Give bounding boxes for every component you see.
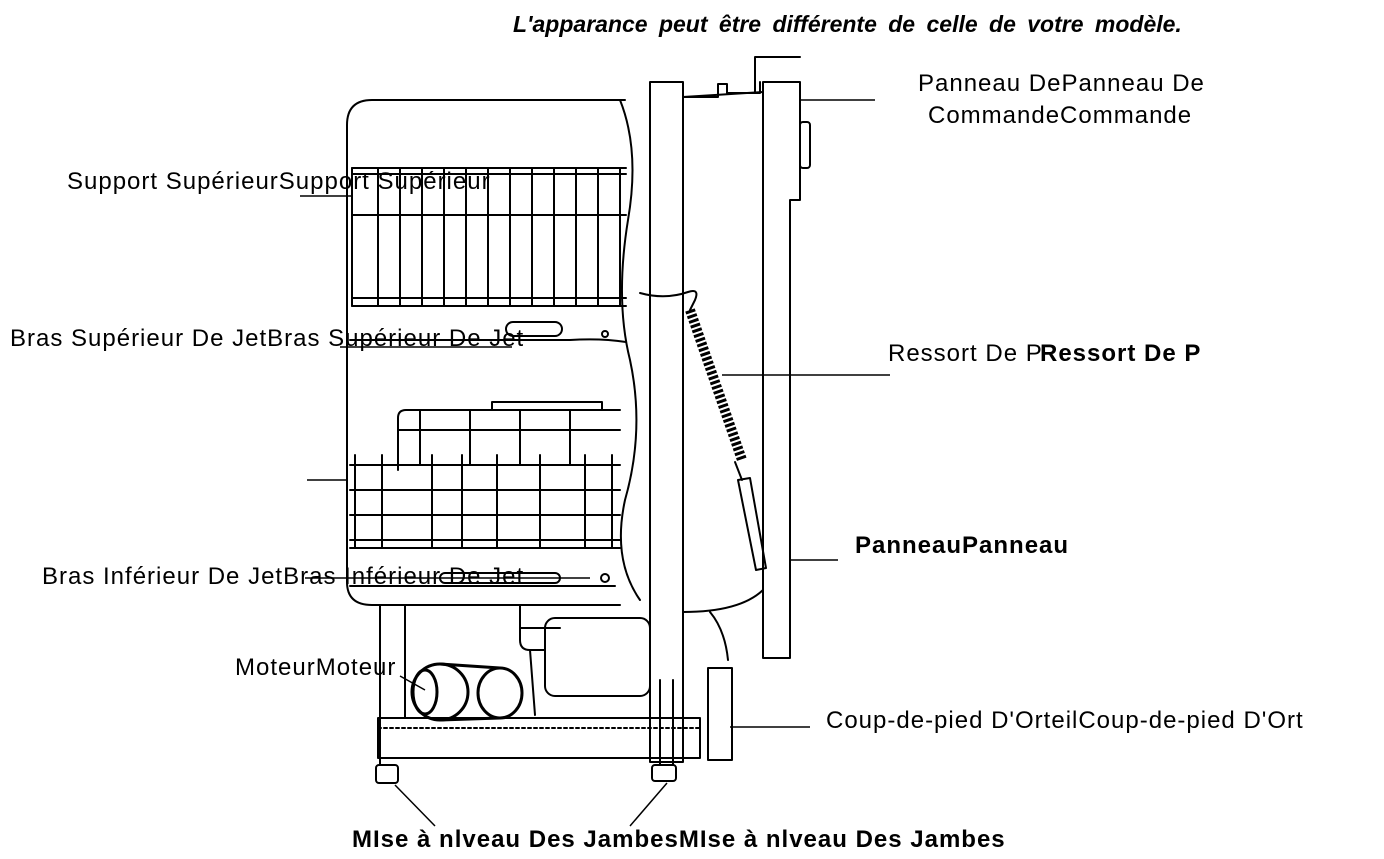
leader-leveling-left xyxy=(394,784,436,827)
toe-kick xyxy=(707,667,733,761)
base-frame xyxy=(377,717,701,759)
label-control-panel-line2: CommandeCommande xyxy=(928,102,1193,129)
leader-leveling-right xyxy=(629,782,668,827)
lower-rack-back xyxy=(397,401,621,471)
leader-motor xyxy=(399,675,426,691)
label-lower-spray-arm: Bras Inférieur De JetBras Inférieur De J… xyxy=(42,563,525,590)
motor xyxy=(410,662,524,722)
label-panel: PanneauPanneau xyxy=(855,532,1070,559)
door-spring xyxy=(639,290,767,571)
label-upper-rack: Support SupérieurSupport Supérieur xyxy=(67,168,491,195)
door-outer-panel xyxy=(762,81,801,659)
control-knob xyxy=(799,121,811,169)
tub-front-edge xyxy=(619,99,641,601)
appearance-note: L'apparance peut être différente de cell… xyxy=(513,11,1182,37)
tub-outline xyxy=(346,99,626,606)
upper-spray-arm xyxy=(349,321,627,343)
pump-housing xyxy=(519,604,651,716)
leader-lines xyxy=(300,99,890,827)
upper-rack xyxy=(351,167,627,307)
label-leveling-legs: MIse à nlveau Des JambesMIse à nlveau De… xyxy=(352,826,1006,853)
legs xyxy=(379,604,674,766)
label-spring-a: Ressort De P xyxy=(888,340,1043,367)
label-control-panel-line1: Panneau DePanneau De xyxy=(918,70,1205,97)
front-frame-pillar xyxy=(649,81,684,763)
label-upper-spray-arm: Bras Supérieur De JetBras Supérieur De J… xyxy=(10,325,525,352)
lower-rack xyxy=(349,454,621,549)
leveling-foot-left xyxy=(375,764,399,784)
leveling-foot-right xyxy=(651,764,677,782)
label-motor: MoteurMoteur xyxy=(235,654,397,681)
label-spring-b: Ressort De P xyxy=(1040,340,1202,367)
top-bracket xyxy=(682,56,801,98)
label-toe-kick: Coup-de-pied D'OrteilCoup-de-pied D'Ort xyxy=(826,707,1304,734)
door-hinge-curve xyxy=(709,611,729,661)
door-inner-cavity xyxy=(682,91,764,613)
